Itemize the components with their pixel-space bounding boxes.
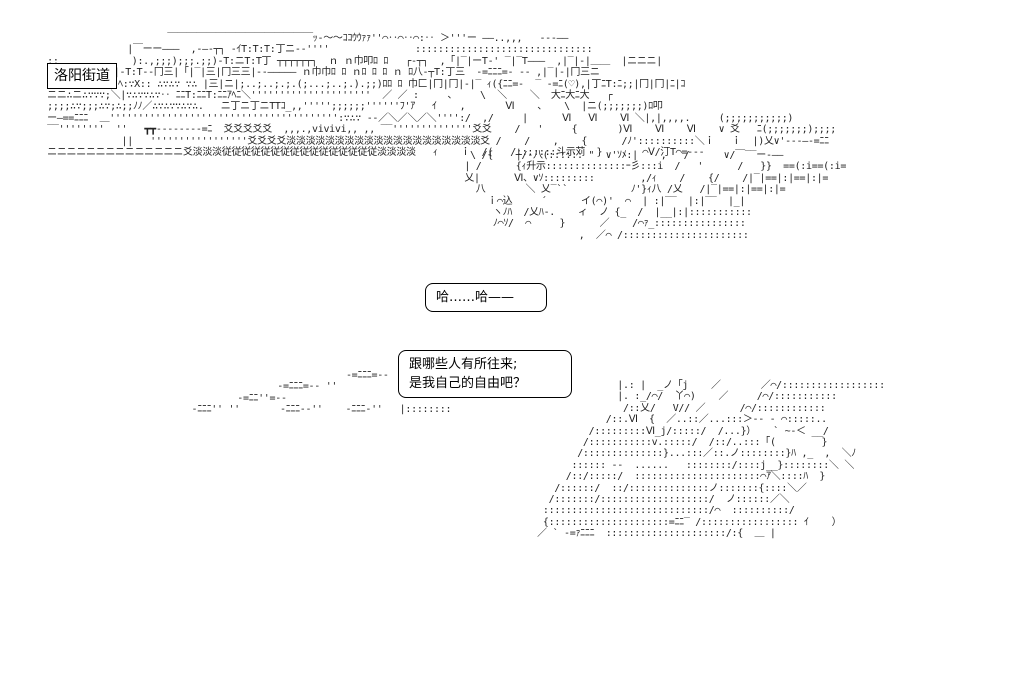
- speech-bubble-1: 哈……哈——: [425, 283, 547, 312]
- speech-bubble-2-line-1: 跟哪些人有所往来;: [409, 357, 518, 372]
- background-town-art: ￣￣￣￣￣￣￣￣￣￣￣￣￣￣￣ｯ-～～ｺｺｳｳｧｧ''⌒‥⌒‥⌒:‥ ＞'''ー…: [47, 33, 836, 159]
- body-and-robe-art: |.: | _ノ「j ／ ／⌒/:::::::::::::::::: |. :_…: [537, 380, 885, 540]
- street-sign: 洛阳街道: [47, 63, 117, 89]
- speed-lines-art: -=ﾆﾆﾆ=-- -=ﾆﾆﾆ=-- '' -=ﾆﾆ''=-- -ﾆﾆﾆ'' ''…: [191, 370, 452, 416]
- street-sign-text: 洛阳街道: [54, 68, 110, 84]
- speech-bubble-1-line-1: 哈……哈——: [436, 290, 515, 305]
- speech-bubble-2-line-2: 是我自己的自由吧？: [409, 376, 527, 391]
- speech-bubble-2: 跟哪些人有所往来; 是我自己的自由吧？: [398, 350, 572, 398]
- hand-and-face-art: \ /{ ┼/-八(:::::: " ∨'ｿﾒ:| , / ∨/￣‾‾ー-―― …: [464, 150, 847, 241]
